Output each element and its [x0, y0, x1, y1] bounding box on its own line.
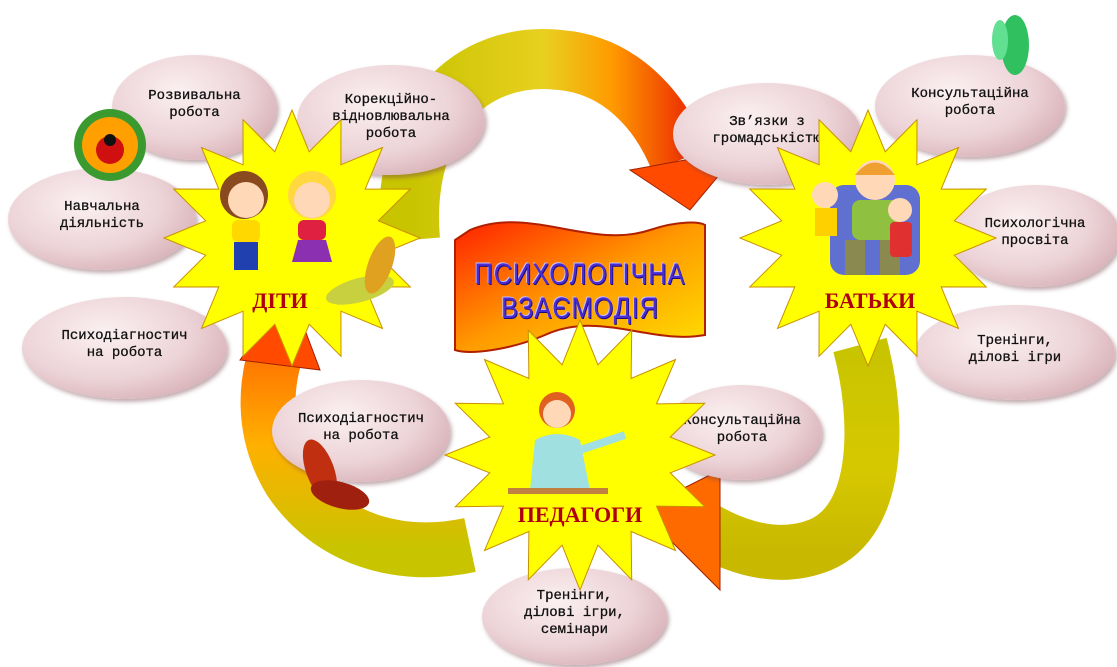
title-line-2: ВЗАЄМОДІЯ	[501, 292, 659, 325]
arrow-teachers-to-children	[240, 330, 476, 578]
oval-text: Психологічна просвіта	[984, 216, 1086, 249]
arrow-head-right	[639, 469, 721, 592]
star-label-children: ДІТИ	[252, 288, 308, 313]
oval-text: Розвивальна робота	[148, 87, 241, 121]
oval-text: Консультаційна робота	[911, 86, 1029, 119]
oval-psychodiagnostic-teachers: Психодіагностич на робота	[272, 380, 450, 482]
diagram-title: ПСИХОЛОГІЧНА ВЗАЄМОДІЯ	[474, 258, 687, 326]
oval-educational-activity: Навчальна діяльність	[8, 168, 196, 270]
title-line-1: ПСИХОЛОГІЧНА	[474, 258, 686, 291]
oval-text: Психодіагностич на робота	[297, 411, 425, 444]
oval-text: Психодіагностич на робота	[61, 328, 188, 361]
oval-text: Консультаційна робота	[683, 412, 801, 446]
oval-trainings-parents: Тренінги, ділові ігри	[915, 305, 1115, 400]
oval-text: Тренінги, ділові ігри, семінари	[524, 588, 625, 638]
star-label-parents: БАТЬКИ	[824, 288, 916, 313]
oval-correctional-work: Корекційно- відновлювальна робота	[297, 65, 485, 175]
oval-developmental-work: Розвивальна робота	[112, 55, 277, 160]
oval-psych-education: Психологічна просвіта	[950, 185, 1117, 287]
star-label-teachers: ПЕДАГОГИ	[517, 502, 643, 527]
oval-public-relations: Зв’язки з громадськістю	[673, 83, 861, 185]
oval-text: Зв’язки з громадськістю	[712, 114, 822, 147]
oval-consulting-teachers: Консультаційна робота	[662, 385, 822, 480]
oval-psychodiagnostic-children: Психодіагностич на робота	[22, 297, 227, 399]
oval-trainings-teachers: Тренінги, ділові ігри, семінари	[482, 568, 667, 665]
oval-text: Тренінги, ділові ігри	[968, 332, 1062, 366]
oval-consulting-parents: Консультаційна робота	[875, 55, 1065, 157]
oval-text: Навчальна діяльність	[59, 199, 144, 232]
arrow-parents-to-teachers	[674, 337, 900, 580]
oval-text: Корекційно- відновлювальна робота	[332, 91, 450, 142]
